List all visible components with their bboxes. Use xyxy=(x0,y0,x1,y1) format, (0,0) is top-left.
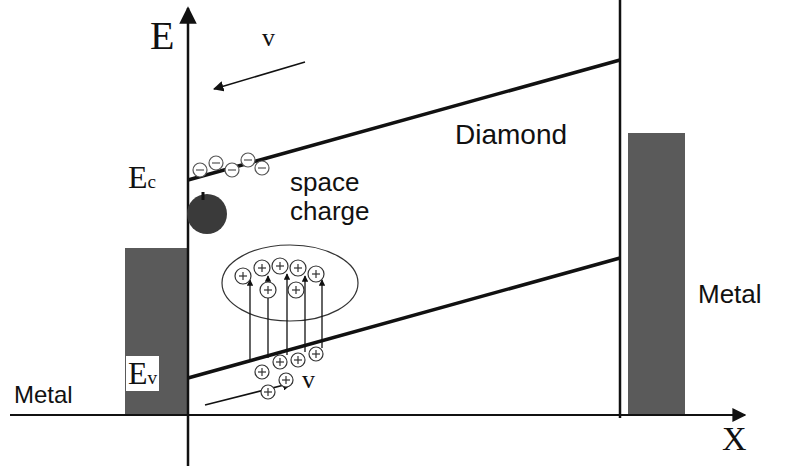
band-edge-label: Ev xyxy=(126,356,159,391)
hole-symbols xyxy=(255,347,323,399)
trap-mark xyxy=(202,192,205,200)
region-label: space charge xyxy=(290,168,405,225)
velocity-label: v xyxy=(302,366,315,395)
x-axis xyxy=(10,414,745,416)
material-label: Diamond xyxy=(455,120,567,151)
axis-label: E xyxy=(150,14,174,58)
metal-contact xyxy=(628,133,685,416)
energy-axis xyxy=(187,8,190,466)
velocity-arrow xyxy=(214,62,305,89)
velocity-label: v xyxy=(262,24,275,53)
material-label: Metal xyxy=(698,280,762,309)
interface-line xyxy=(619,0,622,418)
axis-label: X xyxy=(722,420,747,457)
conduction-band xyxy=(188,60,620,180)
material-label: Metal xyxy=(14,382,73,408)
velocity-arrow xyxy=(205,383,292,405)
excitation-arrows xyxy=(250,274,322,362)
space-charge-region xyxy=(222,245,358,321)
valence-band xyxy=(188,258,620,378)
trap-center xyxy=(187,194,227,234)
hole-symbols xyxy=(235,258,324,298)
electron-symbols xyxy=(193,153,269,177)
metal-contact xyxy=(125,248,188,416)
band-edge-label: Ec xyxy=(128,160,156,195)
